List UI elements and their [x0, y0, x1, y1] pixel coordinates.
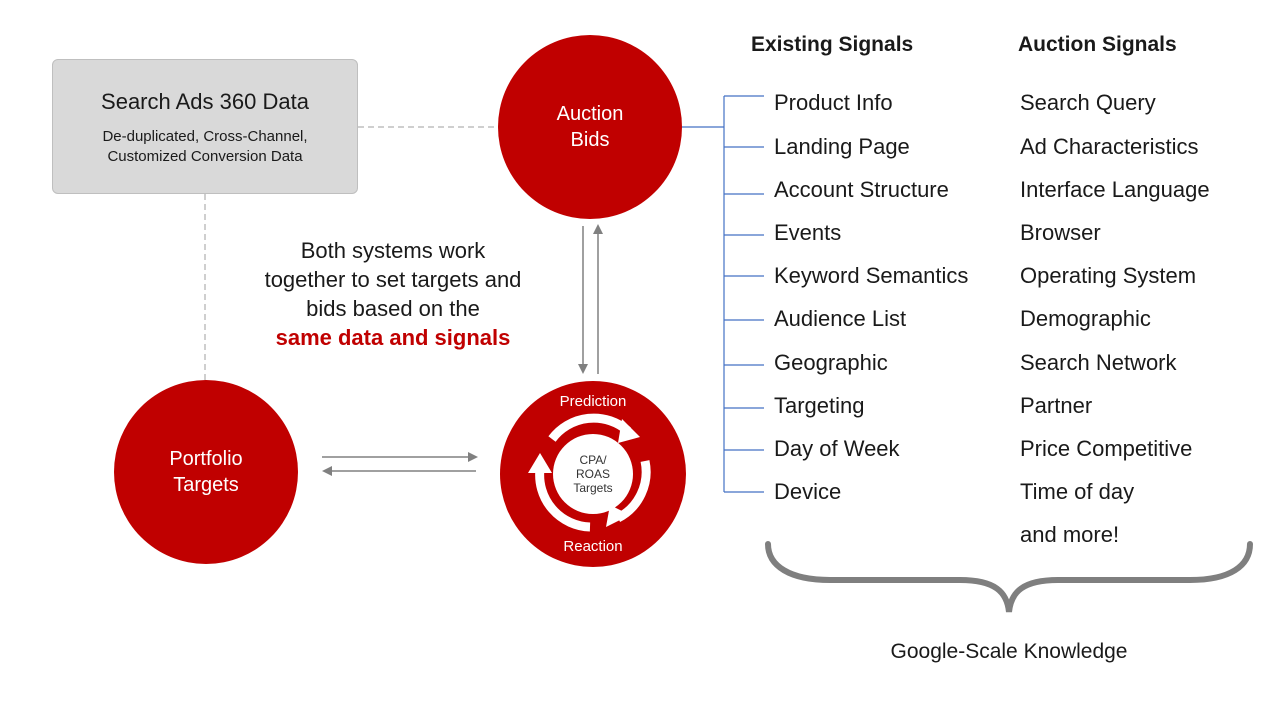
arrow-right-head [468, 452, 478, 462]
auction-signal-item: Demographic [1020, 306, 1151, 331]
auction-signal-item: Browser [1020, 220, 1101, 245]
auction-signal-item: Search Query [1020, 90, 1156, 115]
cycle-center-line2: ROAS [575, 467, 610, 481]
middle-text-highlight: same data and signals [275, 325, 511, 350]
auction-bids-circle: Auction Bids [498, 35, 682, 219]
data-box-title: Search Ads 360 Data [101, 89, 309, 114]
auction-signal-item: Interface Language [1020, 177, 1210, 202]
auction-signal-item: Time of day [1020, 479, 1135, 504]
auction-signal-item: Ad Characteristics [1020, 134, 1199, 159]
middle-text-line1: Both systems work [300, 238, 486, 263]
arrow-left-head [322, 466, 332, 476]
auction-bids-line2: Bids [570, 129, 610, 151]
auction-bids-line1: Auction [556, 103, 624, 125]
auction-signal-item: Price Competitive [1020, 436, 1193, 461]
data-box-subtitle: De-duplicated, Cross-Channel, Customized… [77, 127, 333, 167]
existing-signal-item: Account Structure [774, 177, 949, 202]
existing-signal-item: Keyword Semantics [774, 263, 969, 288]
cycle-center-line3: Targets [573, 481, 613, 495]
existing-signal-item: Events [774, 220, 842, 245]
auction-signal-item: Search Network [1020, 350, 1177, 375]
auction-signal-item: Operating System [1020, 263, 1197, 288]
existing-signal-item: Geographic [774, 350, 888, 375]
existing-signal-item: Landing Page [774, 134, 910, 159]
cycle-center-line1: CPA/ [579, 453, 607, 467]
existing-signals-heading: Existing Signals [751, 33, 914, 56]
middle-text-line2: together to set targets and [264, 267, 522, 292]
search-ads-360-data-box: Search Ads 360 Data De-duplicated, Cross… [52, 59, 358, 194]
data-box-subtitle-line2: Customized Conversion Data [107, 148, 303, 165]
google-scale-knowledge-label: Google-Scale Knowledge [890, 640, 1128, 663]
signal-tree-connector [682, 95, 764, 493]
auction-signals-heading: Auction Signals [1018, 33, 1177, 56]
both-systems-text: Both systems work together to set target… [222, 236, 564, 352]
existing-signal-item: Day of Week [774, 436, 900, 461]
portfolio-targets-line2: Targets [173, 474, 239, 496]
auction-signal-item: Partner [1020, 393, 1093, 418]
cycle-center-targets: CPA/ ROAS Targets [553, 434, 633, 514]
existing-signal-item: Targeting [774, 393, 865, 418]
middle-text-line3: bids based on the [306, 296, 480, 321]
cycle-prediction-label: Prediction [559, 393, 627, 410]
existing-signal-item: Audience List [774, 306, 907, 331]
cycle-reaction-label: Reaction [563, 538, 623, 555]
portfolio-targets-circle: Portfolio Targets [114, 380, 298, 564]
arrow-down-head [578, 364, 588, 374]
curly-brace [765, 541, 1253, 613]
portfolio-targets-line1: Portfolio [169, 448, 243, 470]
auction-signal-item: and more! [1020, 522, 1120, 547]
existing-signal-item: Product Info [774, 90, 893, 115]
cycle-arrows-icon [528, 413, 651, 532]
arrow-up-head [593, 224, 603, 234]
data-box-subtitle-line1: De-duplicated, Cross-Channel, [102, 128, 308, 145]
existing-signal-item: Device [774, 479, 842, 504]
